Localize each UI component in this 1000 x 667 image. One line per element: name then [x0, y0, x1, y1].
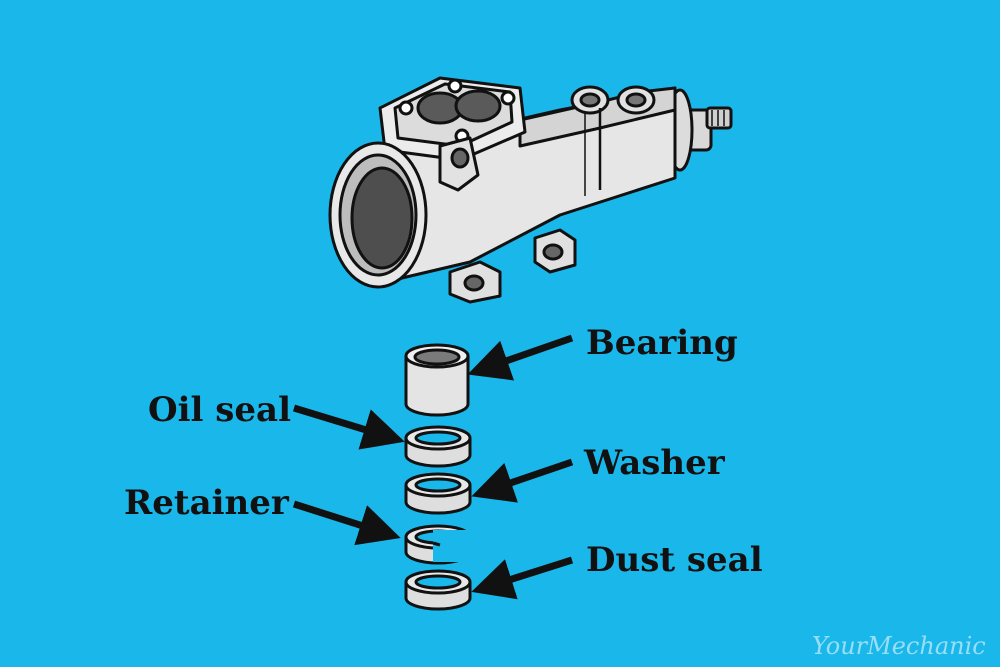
- retainer-icon: [404, 524, 473, 565]
- oil-seal-icon: [404, 425, 472, 468]
- dust-seal-icon: [404, 569, 472, 611]
- arrow-icon: [467, 334, 574, 381]
- label-bearing: Bearing: [586, 323, 738, 363]
- arrow-icon: [292, 500, 401, 546]
- label-retainer: Retainer: [124, 483, 289, 523]
- arrow-icon: [292, 404, 405, 450]
- label-oil-seal: Oil seal: [148, 390, 292, 430]
- arrow-icon: [471, 556, 574, 600]
- yourmechanic-watermark: YourMechanic: [812, 632, 986, 660]
- bearing-icon: [404, 343, 470, 417]
- steering-gear-housing-icon: [328, 76, 733, 304]
- label-washer: Washer: [584, 443, 725, 483]
- arrow-icon: [471, 458, 574, 503]
- washer-icon: [404, 472, 472, 515]
- label-dust-seal: Dust seal: [586, 540, 763, 580]
